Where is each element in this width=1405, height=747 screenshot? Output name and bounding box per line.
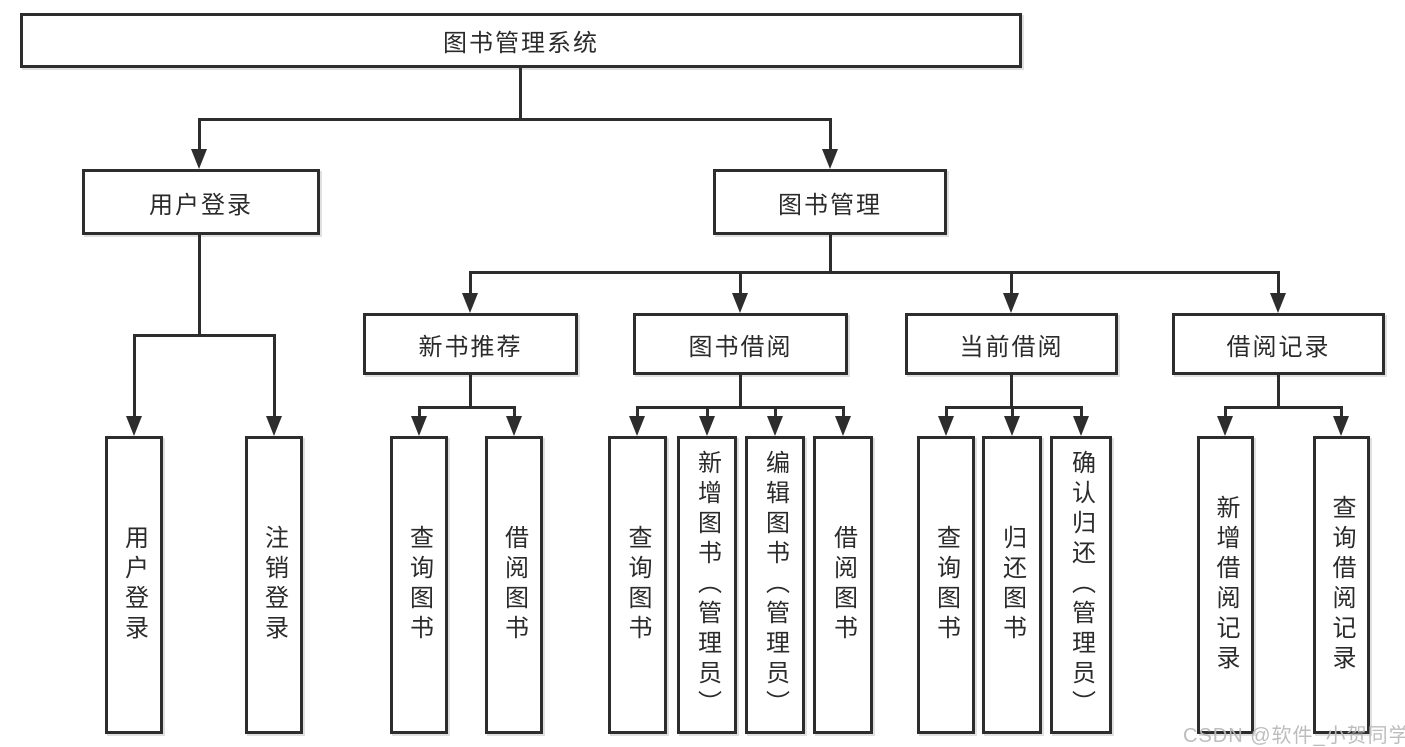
node-library-system-label: 图书管理系统 xyxy=(443,30,599,57)
arrow-down-icon xyxy=(191,149,207,169)
csdn-watermark: CSDN @软件_小贺同学 xyxy=(1183,725,1405,747)
leaf-query-books-borrow-label: 查询图书 xyxy=(624,525,651,645)
connector-mgmt-stem xyxy=(829,235,832,272)
arrow-down-icon xyxy=(835,416,851,436)
arrow-down-icon xyxy=(411,416,427,436)
leaf-query-borrow-record-label: 查询借阅记录 xyxy=(1328,495,1355,675)
leaf-add-books-admin: 新增图书（管理员） xyxy=(677,436,737,734)
connector-records-child xyxy=(1224,406,1227,418)
connector-login-child xyxy=(273,334,276,416)
connector-recommend-child xyxy=(418,406,421,418)
connector-records-child xyxy=(1340,406,1343,418)
leaf-edit-books-admin: 编辑图书（管理员） xyxy=(745,436,805,734)
leaf-add-books-admin-label: 新增图书（管理员） xyxy=(693,450,721,720)
leaf-return-books-label: 归还图书 xyxy=(998,525,1026,645)
connector-login-rail xyxy=(133,334,275,337)
node-book-borrowing: 图书借阅 xyxy=(633,313,848,375)
leaf-confirm-return-admin: 确认归还（管理员） xyxy=(1050,436,1112,734)
arrow-down-icon xyxy=(1073,416,1089,436)
connector-mgmt-rail xyxy=(469,271,1279,274)
connector-mgmt-child xyxy=(469,271,472,293)
leaf-borrow-books-label: 借阅图书 xyxy=(829,525,857,645)
node-library-system: 图书管理系统 xyxy=(20,13,1022,68)
connector-mgmt-child xyxy=(739,271,742,293)
connector-records-rail xyxy=(1224,406,1342,409)
arrow-down-icon xyxy=(1333,416,1349,436)
arrow-down-icon xyxy=(1217,416,1233,436)
connector-root-to-mgmt xyxy=(829,118,832,149)
leaf-borrow-books-recommend: 借阅图书 xyxy=(485,436,543,734)
arrow-down-icon xyxy=(699,416,715,436)
arrow-down-icon xyxy=(506,416,522,436)
connector-current-stem xyxy=(1010,375,1013,406)
node-borrowing-records: 借阅记录 xyxy=(1172,313,1385,375)
arrow-down-icon xyxy=(767,416,783,436)
leaf-add-borrow-record: 新增借阅记录 xyxy=(1197,436,1254,734)
leaf-user-login-label: 用户登录 xyxy=(120,525,148,645)
connector-borrow-rail xyxy=(636,406,844,409)
connector-current-child xyxy=(945,406,948,418)
leaf-logout-label: 注销登录 xyxy=(260,525,288,645)
connector-mgmt-child xyxy=(1277,271,1280,293)
node-book-management: 图书管理 xyxy=(713,169,947,235)
connector-borrow-child xyxy=(636,406,639,418)
node-current-borrowing-label: 当前借阅 xyxy=(959,333,1064,361)
leaf-borrow-books-recommend-label: 借阅图书 xyxy=(500,525,528,645)
leaf-query-books-current-label: 查询图书 xyxy=(932,525,960,645)
leaf-confirm-return-admin-label: 确认归还（管理员） xyxy=(1067,450,1095,720)
connector-records-stem xyxy=(1277,375,1280,406)
arrow-down-icon xyxy=(938,416,954,436)
connector-root-stem xyxy=(519,68,522,119)
connector-borrow-child xyxy=(706,406,709,418)
connector-login-stem xyxy=(198,235,201,335)
connector-borrow-stem xyxy=(739,375,742,406)
leaf-user-login: 用户登录 xyxy=(105,436,163,734)
node-new-book-recommendation: 新书推荐 xyxy=(363,313,578,375)
leaf-edit-books-admin-label: 编辑图书（管理员） xyxy=(761,450,789,720)
leaf-return-books: 归还图书 xyxy=(982,436,1042,734)
arrow-down-icon xyxy=(126,416,142,436)
leaf-logout: 注销登录 xyxy=(245,436,303,734)
connector-recommend-rail xyxy=(418,406,515,409)
arrow-down-icon xyxy=(1270,293,1286,313)
node-user-login-label: 用户登录 xyxy=(149,191,253,219)
node-new-book-recommendation-label: 新书推荐 xyxy=(418,333,523,361)
arrow-down-icon xyxy=(629,416,645,436)
arrow-down-icon xyxy=(1003,293,1019,313)
leaf-query-borrow-record: 查询借阅记录 xyxy=(1313,436,1370,734)
leaf-query-books-borrow: 查询图书 xyxy=(608,436,667,734)
arrow-down-icon xyxy=(822,149,838,169)
connector-login-child xyxy=(133,334,136,416)
leaf-query-books-recommend: 查询图书 xyxy=(390,436,448,734)
node-book-borrowing-label: 图书借阅 xyxy=(688,333,793,361)
arrow-down-icon xyxy=(462,293,478,313)
node-borrowing-records-label: 借阅记录 xyxy=(1226,333,1331,361)
connector-root-rail xyxy=(198,118,831,121)
leaf-add-borrow-record-label: 新增借阅记录 xyxy=(1212,495,1239,675)
connector-mgmt-child xyxy=(1010,271,1013,293)
connector-recommend-stem xyxy=(469,375,472,406)
connector-borrow-child xyxy=(774,406,777,418)
node-user-login: 用户登录 xyxy=(82,169,320,235)
arrow-down-icon xyxy=(732,293,748,313)
leaf-query-books-current: 查询图书 xyxy=(917,436,975,734)
connector-current-child xyxy=(1011,406,1014,418)
connector-recommend-child xyxy=(513,406,516,418)
connector-root-to-login xyxy=(198,118,201,149)
leaf-borrow-books: 借阅图书 xyxy=(813,436,873,734)
arrow-down-icon xyxy=(1004,416,1020,436)
arrow-down-icon xyxy=(266,416,282,436)
connector-current-child xyxy=(1080,406,1083,418)
node-current-borrowing: 当前借阅 xyxy=(905,313,1118,375)
node-book-management-label: 图书管理 xyxy=(778,191,882,219)
leaf-query-books-recommend-label: 查询图书 xyxy=(405,525,433,645)
connector-borrow-child xyxy=(842,406,845,418)
